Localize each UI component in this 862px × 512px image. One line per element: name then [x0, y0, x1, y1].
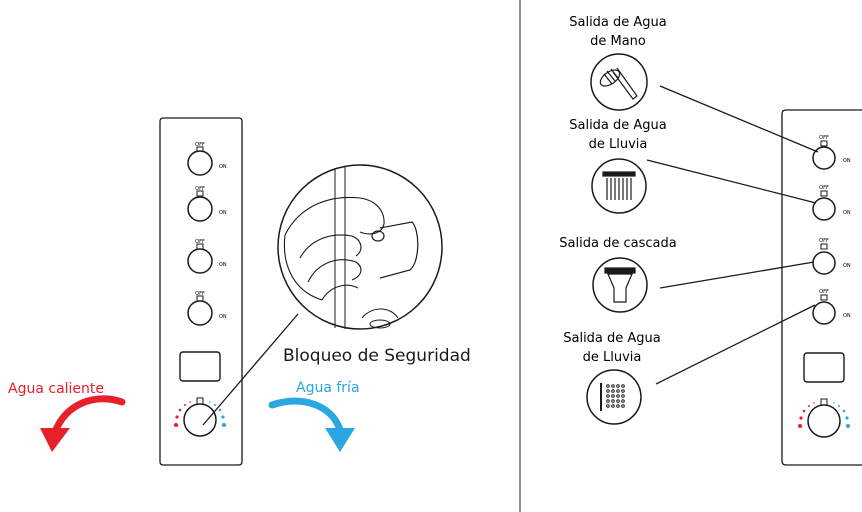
waterfall-icon	[604, 267, 636, 303]
cold-water-label: Agua fría	[296, 380, 360, 396]
valve-knob[interactable]: OFF ON	[187, 142, 227, 176]
valve-on-label: ON	[843, 210, 851, 216]
left-control-panel: OFF ON OFF ON OFF ON OFF ON	[159, 117, 243, 466]
valve-on-label: ON	[219, 314, 227, 320]
outlet-pointer-line	[659, 261, 815, 289]
outlet-hand-shower: Salida de Agua de Mano	[569, 15, 819, 153]
valve-off-label: OFF	[195, 186, 205, 192]
valve-knob[interactable]: OFF ON	[812, 135, 851, 170]
right-control-panel: OFF ON OFF ON OFF ON OFF ON	[781, 109, 862, 466]
valve-on-label: ON	[843, 263, 851, 269]
valve-knob[interactable]: OFF ON	[812, 185, 851, 221]
valve-on-label: ON	[219, 262, 227, 268]
valve-off-label: OFF	[819, 238, 829, 244]
body-jets-icon	[600, 383, 625, 411]
thermostat-knob[interactable]	[807, 398, 841, 438]
valve-off-label: OFF	[195, 291, 205, 297]
outlet-label-line2: de Mano	[590, 34, 646, 49]
display-window	[179, 351, 221, 382]
outlet-label-line2: de Lluvia	[589, 137, 648, 152]
valve-off-label: OFF	[195, 142, 205, 148]
outlet-label-line1: Salida de cascada	[559, 236, 676, 251]
hand-shower-icon	[599, 67, 638, 100]
valve-off-label: OFF	[195, 239, 205, 245]
outlet-label-line1: Salida de Agua	[569, 118, 667, 133]
valve-knob[interactable]: OFF ON	[187, 239, 227, 274]
rain-shower-icon	[602, 171, 636, 200]
valve-knob[interactable]: OFF ON	[187, 291, 227, 326]
outlet-pointer-line	[659, 85, 819, 153]
valve-knob[interactable]: OFF ON	[187, 186, 227, 222]
valve-on-label: ON	[219, 210, 227, 216]
hot-water-label: Agua caliente	[8, 381, 104, 397]
thermostat-knob[interactable]	[183, 397, 217, 437]
valve-knob[interactable]: OFF ON	[812, 289, 851, 325]
valve-knob[interactable]: OFF ON	[812, 238, 851, 275]
valve-on-label: ON	[843, 313, 851, 319]
valve-off-label: OFF	[819, 289, 829, 295]
cold-scale-dots	[209, 401, 226, 427]
outlet-pointer-line	[655, 304, 816, 385]
hot-water-arrow	[40, 395, 126, 452]
panel-frame	[781, 109, 862, 466]
outlet-label-line2: de Lluvia	[583, 350, 642, 365]
outlet-body-jets: Salida de Agua de Lluvia	[563, 304, 816, 425]
valve-off-label: OFF	[819, 185, 829, 191]
outlet-pointer-line	[646, 159, 817, 204]
outlet-label-line1: Salida de Agua	[563, 331, 661, 346]
cold-scale-dots	[833, 402, 850, 428]
outlet-rain-shower: Salida de Agua de Lluvia	[569, 118, 817, 214]
safety-lock-detail	[277, 164, 443, 330]
cold-water-arrow	[268, 397, 355, 452]
outlet-label-line1: Salida de Agua	[569, 15, 667, 30]
display-window	[803, 352, 845, 383]
safety-lock-label: Bloqueo de Seguridad	[283, 346, 471, 366]
hot-scale-dots	[798, 402, 815, 428]
hot-scale-dots	[174, 401, 191, 427]
valve-off-label: OFF	[819, 135, 829, 141]
valve-on-label: ON	[843, 158, 851, 164]
outlet-waterfall: Salida de cascada	[559, 236, 815, 313]
panel-frame	[159, 117, 243, 466]
valve-on-label: ON	[219, 164, 227, 170]
lock-pointer-line	[202, 313, 299, 426]
